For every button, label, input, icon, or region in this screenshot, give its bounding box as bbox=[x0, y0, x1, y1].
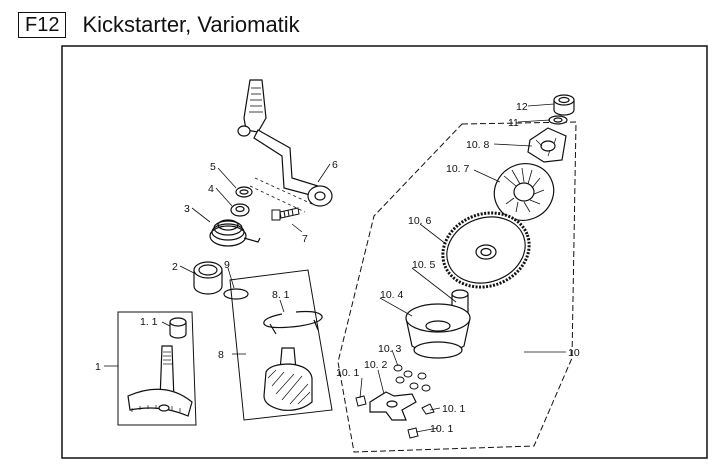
bushing bbox=[193, 261, 223, 295]
label-10-6: 10. 6 bbox=[408, 215, 432, 227]
label-4: 4 bbox=[208, 183, 214, 195]
nut bbox=[553, 94, 575, 116]
label-10-1-left: 10. 1 bbox=[336, 367, 360, 379]
ramp-plate bbox=[527, 127, 567, 163]
leader-lines bbox=[104, 103, 566, 433]
kick-spring bbox=[209, 219, 261, 247]
circlip bbox=[235, 186, 253, 198]
label-10-3: 10. 3 bbox=[378, 343, 402, 355]
starter-ring-gear bbox=[441, 211, 531, 289]
o-ring bbox=[223, 288, 249, 300]
label-6: 6 bbox=[332, 159, 338, 171]
slide-piece bbox=[369, 391, 417, 421]
kick-lever bbox=[237, 79, 333, 207]
rollers bbox=[393, 364, 431, 392]
label-10: 10 bbox=[568, 347, 580, 359]
variomatik-group bbox=[337, 94, 577, 453]
diagram-frame bbox=[61, 45, 708, 459]
page-title: Kickstarter, Variomatik bbox=[82, 12, 300, 37]
label-10-5: 10. 5 bbox=[412, 259, 436, 271]
label-10-4: 10. 4 bbox=[380, 289, 404, 301]
label-3: 3 bbox=[184, 203, 190, 215]
drive-gear-group bbox=[229, 269, 333, 421]
label-11: 11 bbox=[508, 117, 519, 129]
label-1-1: 1. 1 bbox=[140, 316, 158, 328]
label-2: 2 bbox=[172, 261, 178, 273]
label-9: 9 bbox=[224, 259, 230, 271]
label-10-7: 10. 7 bbox=[446, 163, 470, 175]
slider-pins bbox=[355, 395, 435, 439]
figure-code: F12 bbox=[18, 12, 67, 38]
label-5: 5 bbox=[210, 161, 216, 173]
label-10-2: 10. 2 bbox=[364, 359, 388, 371]
label-10-1-right: 10. 1 bbox=[442, 403, 466, 415]
variator-pulley bbox=[405, 303, 471, 359]
label-8-1: 8. 1 bbox=[272, 289, 290, 301]
washer bbox=[230, 203, 250, 217]
fan-pulley bbox=[493, 163, 555, 221]
bolt bbox=[271, 207, 300, 221]
label-12: 12 bbox=[516, 101, 528, 113]
header: F12 Kickstarter, Variomatik bbox=[18, 10, 300, 40]
label-7: 7 bbox=[302, 233, 308, 245]
washer-11 bbox=[548, 115, 568, 125]
label-1: 1 bbox=[95, 361, 101, 373]
label-10-1-bottom: 10. 1 bbox=[430, 423, 454, 435]
label-8: 8 bbox=[218, 349, 224, 361]
callout-labels: 1 1. 1 2 3 4 5 6 7 8 8. 1 9 10 10. 1 10.… bbox=[95, 101, 580, 435]
label-10-8: 10. 8 bbox=[466, 139, 490, 151]
kickstart-shaft-group bbox=[117, 311, 197, 426]
